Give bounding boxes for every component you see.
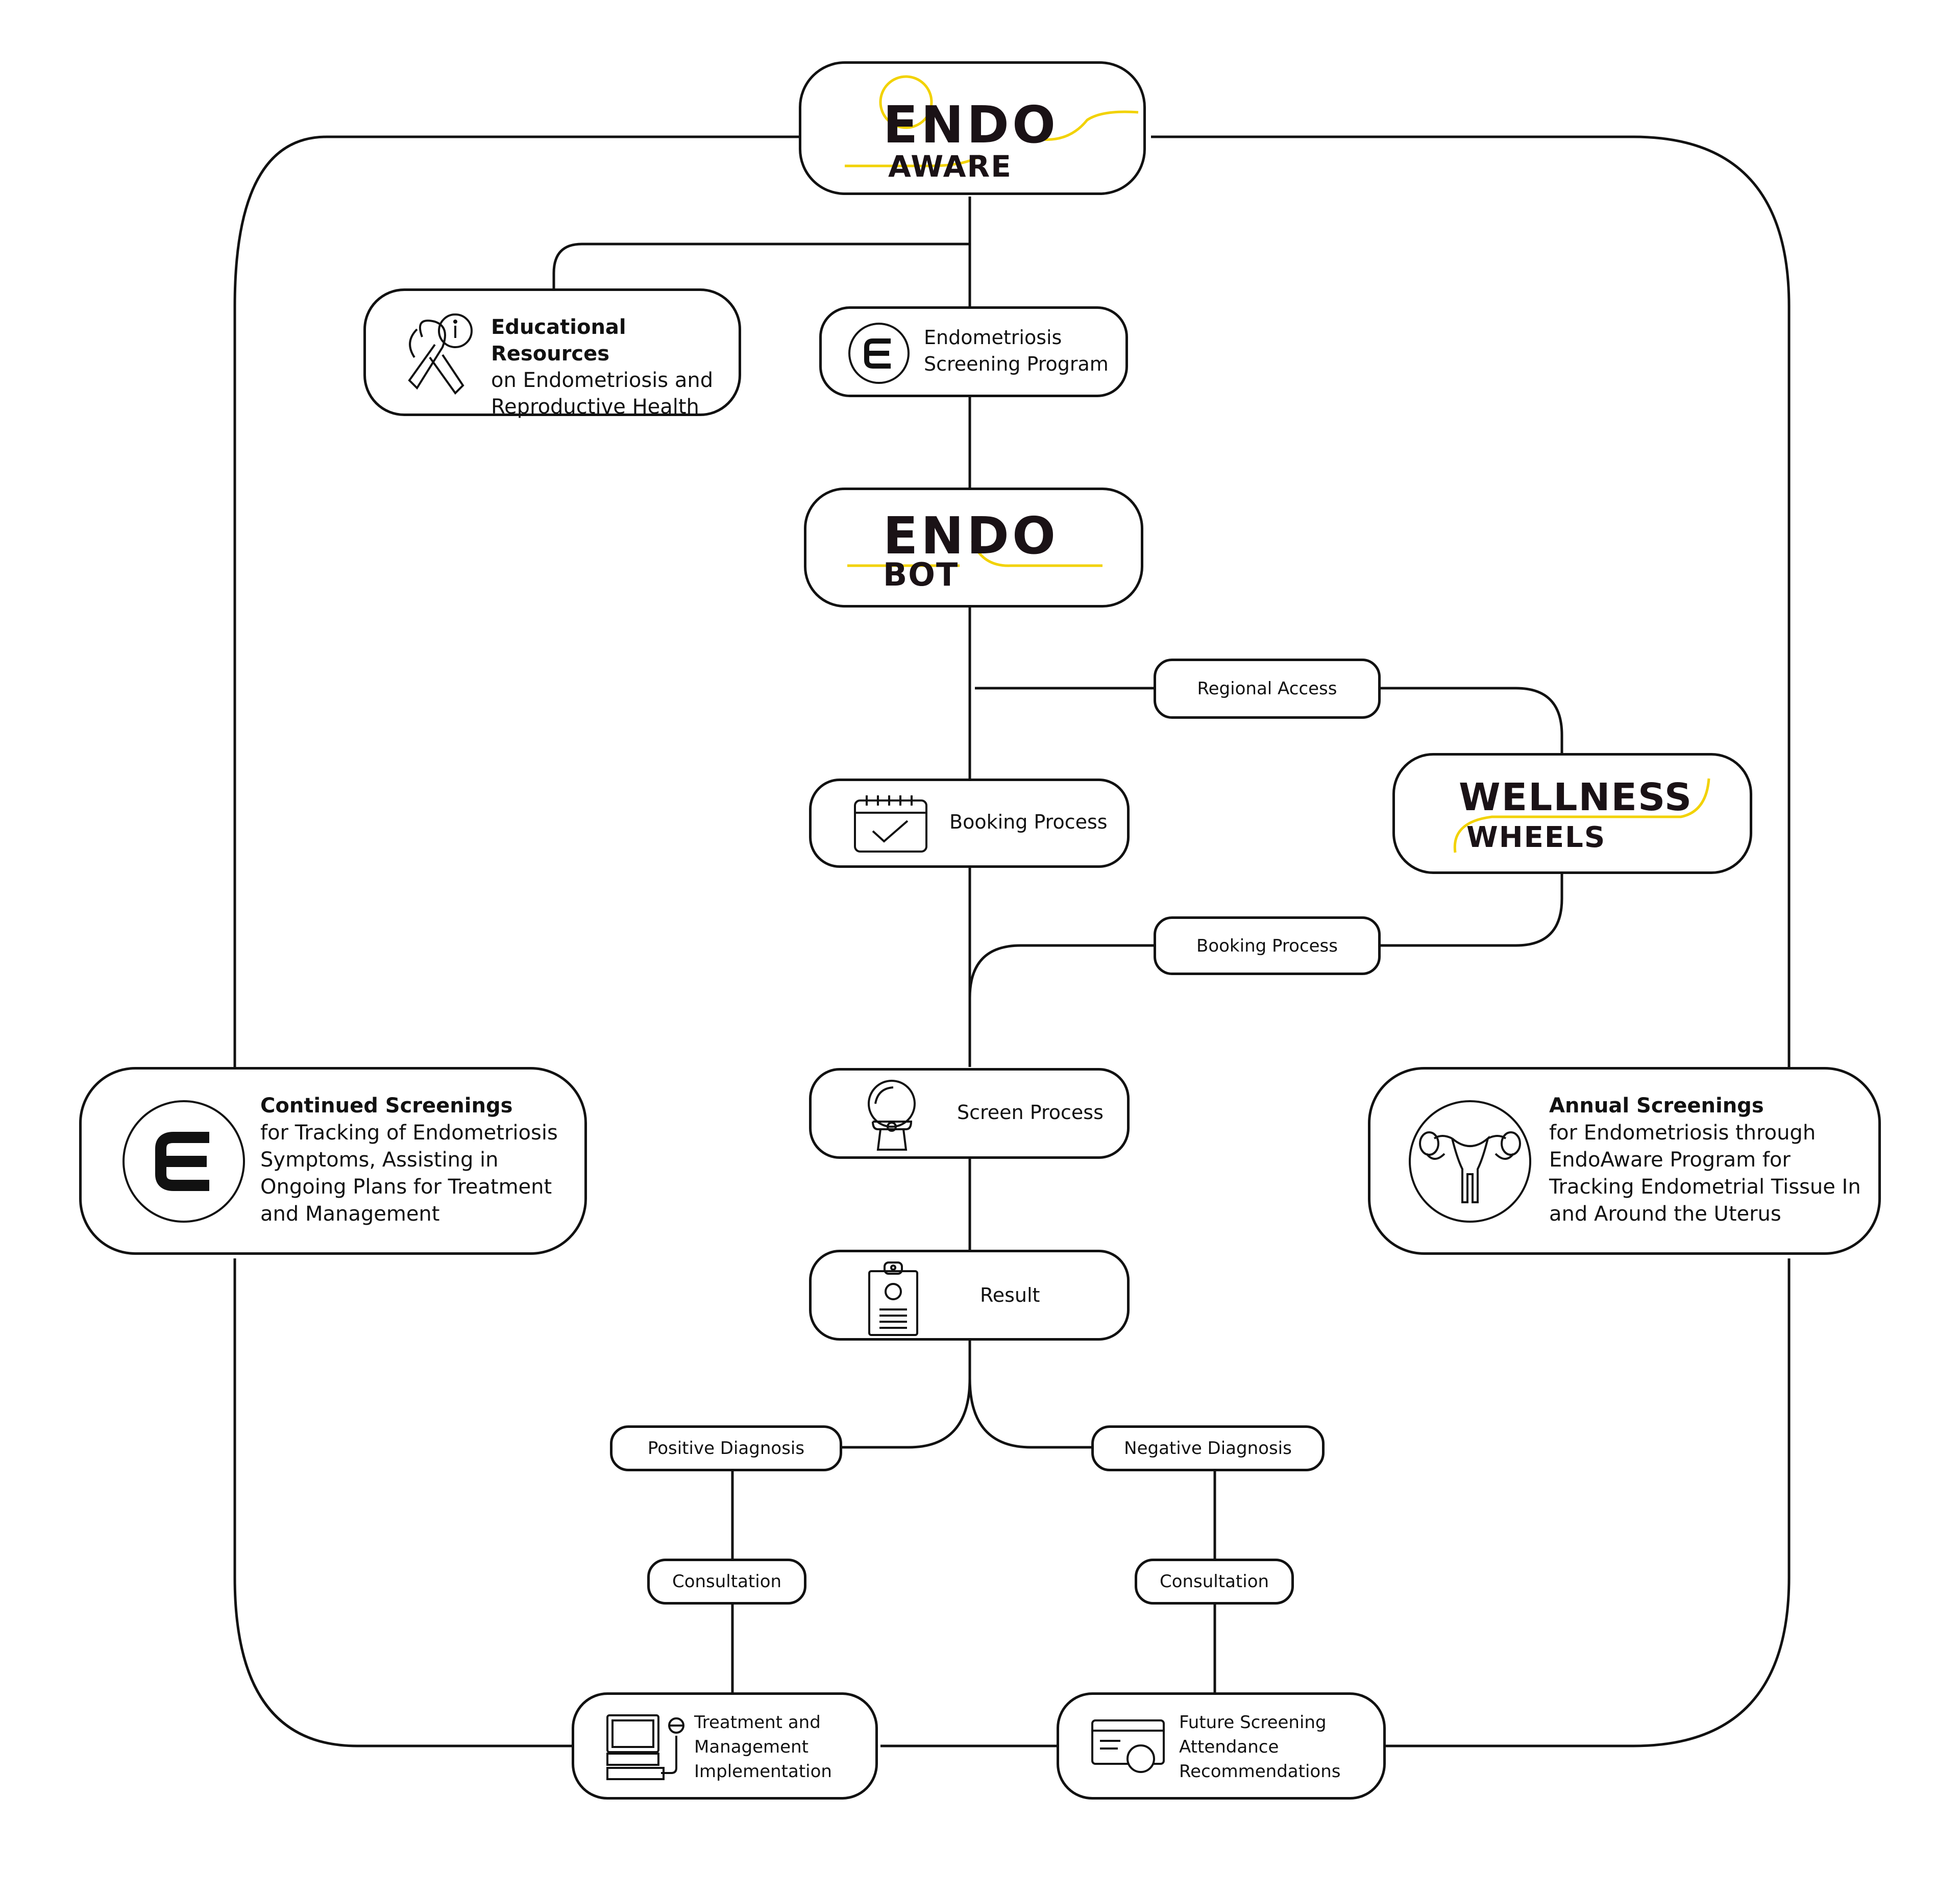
continued-line-2: Symptoms, Assisting in bbox=[260, 1148, 499, 1172]
negative-diagnosis-pill[interactable]: Negative Diagnosis bbox=[1091, 1425, 1325, 1471]
educational-title: Educational Resources bbox=[491, 315, 626, 366]
wellness-word-2: WHEELS bbox=[1466, 821, 1606, 854]
endo-e-icon bbox=[848, 323, 910, 384]
continued-line-3: Ongoing Plans for Treatment bbox=[260, 1175, 552, 1199]
annual-screenings-node[interactable]: Annual Screenings for Endometriosis thro… bbox=[1368, 1067, 1881, 1255]
screen-process-node[interactable]: Screen Process bbox=[809, 1068, 1130, 1159]
educational-text: Educational Resources on Endometriosis a… bbox=[491, 314, 739, 420]
treatment-line-2: Management bbox=[694, 1737, 808, 1757]
endobot-word-2: BOT bbox=[883, 556, 959, 593]
screening-program-line-1: Endometriosis bbox=[924, 326, 1062, 349]
booking-process-label: Booking Process bbox=[949, 811, 1108, 833]
annual-line-4: and Around the Uterus bbox=[1549, 1202, 1781, 1226]
future-line-1: Future Screening bbox=[1179, 1712, 1327, 1733]
result-label: Result bbox=[980, 1284, 1040, 1306]
continued-screenings-node[interactable]: Continued Screenings for Tracking of End… bbox=[79, 1067, 587, 1255]
annual-screenings-text: Annual Screenings for Endometriosis thro… bbox=[1549, 1092, 1861, 1228]
wellness-word-1: WELLNESS bbox=[1459, 775, 1693, 819]
endoaware-logo-node[interactable]: ENDO AWARE bbox=[799, 61, 1146, 195]
future-line-2: Attendance bbox=[1179, 1737, 1279, 1757]
screen-process-label: Screen Process bbox=[957, 1101, 1104, 1124]
ribbon-info-icon bbox=[408, 313, 473, 395]
wellness-wheels-logo-node[interactable]: WELLNESS WHEELS bbox=[1392, 753, 1752, 874]
calendar-check-icon bbox=[854, 795, 927, 853]
booking-process-node[interactable]: Booking Process bbox=[809, 779, 1130, 868]
endobot-word-1: ENDO bbox=[883, 506, 1059, 566]
positive-diagnosis-pill[interactable]: Positive Diagnosis bbox=[610, 1425, 842, 1471]
educational-line-2: Reproductive Health bbox=[491, 395, 699, 419]
consultation-left-pill[interactable]: Consultation bbox=[647, 1559, 806, 1605]
endobot-logo-node[interactable]: ENDO BOT bbox=[804, 488, 1143, 608]
scanner-icon bbox=[868, 1080, 916, 1151]
educational-resources-node[interactable]: Educational Resources on Endometriosis a… bbox=[363, 288, 741, 419]
educational-line-1: on Endometriosis and bbox=[491, 369, 714, 392]
continued-line-1: for Tracking of Endometriosis bbox=[260, 1121, 558, 1145]
endo-e-icon bbox=[122, 1100, 245, 1223]
treatment-line-1: Treatment and bbox=[694, 1712, 821, 1733]
treatment-node[interactable]: Treatment and Management Implementation bbox=[572, 1692, 878, 1800]
booking-process-pill[interactable]: Booking Process bbox=[1154, 916, 1381, 975]
clipboard-result-icon bbox=[868, 1261, 918, 1336]
endoaware-word-2: AWARE bbox=[888, 149, 1012, 184]
future-line-3: Recommendations bbox=[1179, 1761, 1341, 1782]
uterus-icon bbox=[1409, 1100, 1531, 1223]
consultation-right-pill[interactable]: Consultation bbox=[1135, 1559, 1294, 1605]
continued-line-4: and Management bbox=[260, 1202, 440, 1226]
screening-card-icon bbox=[1091, 1719, 1165, 1773]
continued-title: Continued Screenings bbox=[260, 1094, 513, 1118]
annual-line-3: Tracking Endometrial Tissue In bbox=[1549, 1175, 1861, 1199]
annual-line-2: EndoAware Program for bbox=[1549, 1148, 1791, 1172]
continued-screenings-text: Continued Screenings for Tracking of End… bbox=[260, 1092, 558, 1228]
wellness-accent-swoosh bbox=[1453, 778, 1710, 853]
treatment-text: Treatment and Management Implementation bbox=[694, 1710, 832, 1784]
computer-mic-icon bbox=[606, 1714, 684, 1780]
endoaware-word-1: ENDO bbox=[883, 95, 1059, 155]
annual-title: Annual Screenings bbox=[1549, 1094, 1764, 1118]
screening-program-text: Endometriosis Screening Program bbox=[924, 324, 1109, 377]
result-node[interactable]: Result bbox=[809, 1250, 1130, 1341]
treatment-line-3: Implementation bbox=[694, 1761, 832, 1782]
annual-line-1: for Endometriosis through bbox=[1549, 1121, 1816, 1145]
screening-program-line-2: Screening Program bbox=[924, 353, 1109, 375]
endobot-accent-swoosh bbox=[847, 541, 1102, 567]
screening-program-node[interactable]: Endometriosis Screening Program bbox=[819, 306, 1128, 397]
regional-access-pill[interactable]: Regional Access bbox=[1154, 659, 1381, 719]
future-screening-node[interactable]: Future Screening Attendance Recommendati… bbox=[1057, 1692, 1386, 1800]
endoaware-accent-swoosh bbox=[845, 75, 1139, 167]
future-text: Future Screening Attendance Recommendati… bbox=[1179, 1710, 1340, 1784]
